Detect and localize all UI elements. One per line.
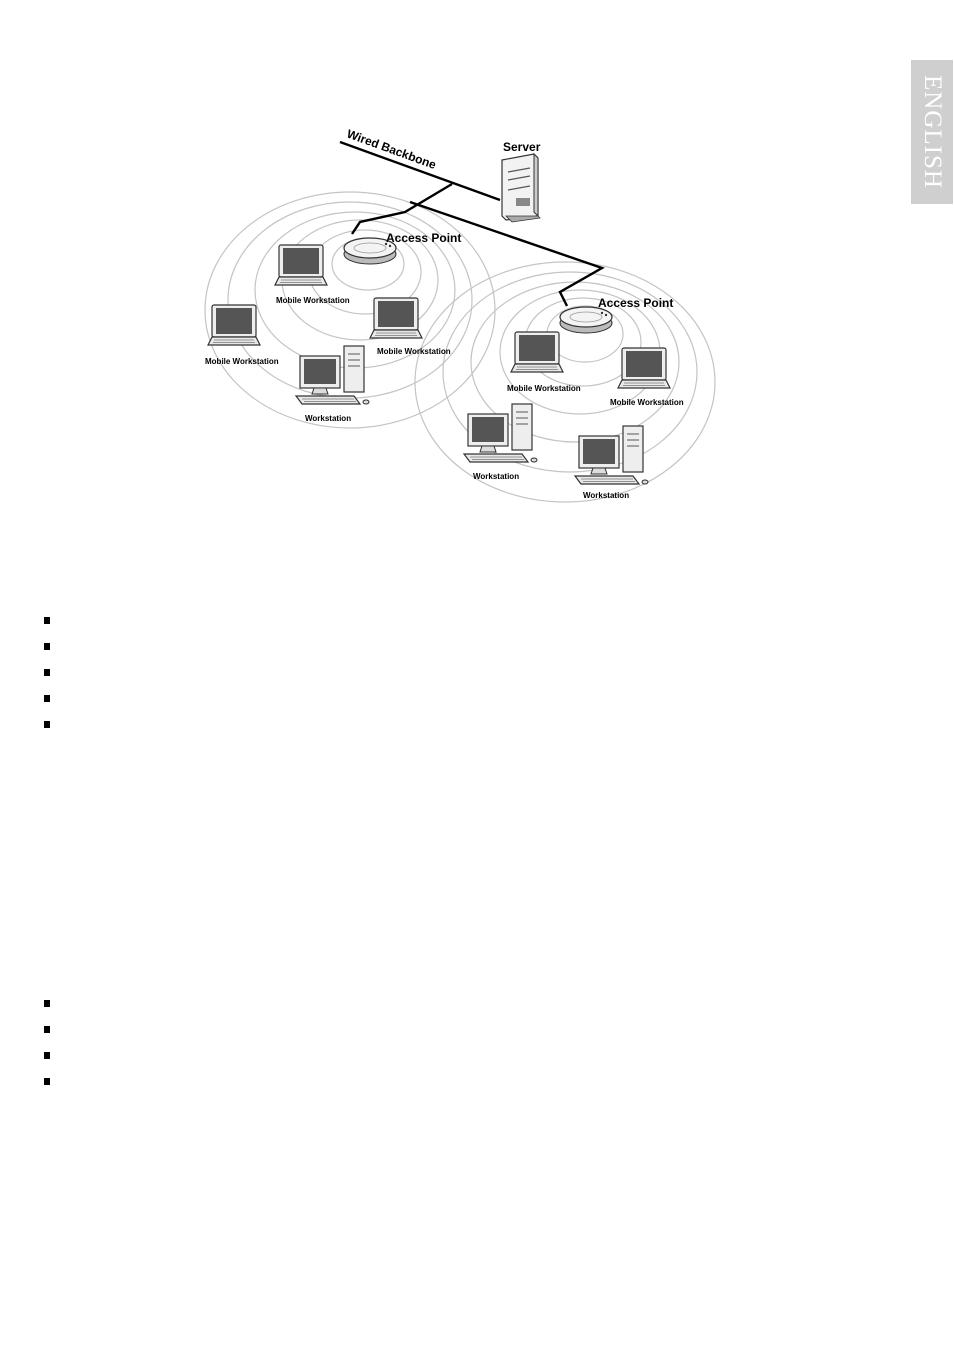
mobile-workstation-label-4: Mobile Workstation [507,384,581,393]
server-label: Server [503,140,541,154]
access-point-1-label: Access Point [386,231,461,245]
language-tab: ENGLISH [911,60,953,204]
mobile-workstation-label-5: Mobile Workstation [610,398,684,407]
list-bullet [44,617,50,624]
workstation-icon-2 [463,403,538,463]
workstation-label-2: Workstation [473,472,519,481]
wireless-network-diagram: Server Wired Backbone Access Point Acces… [204,127,716,503]
workstation-label-1: Workstation [305,414,351,423]
list-bullet [44,1000,50,1007]
laptop-icon-1 [274,244,328,286]
server-icon [501,152,541,223]
laptop-icon-4 [510,331,564,373]
list-bullet [44,1026,50,1033]
wired-backbone [339,140,605,307]
laptop-icon-2 [207,304,261,346]
mobile-workstation-label-1: Mobile Workstation [276,296,350,305]
list-bullet [44,1052,50,1059]
workstation-icon-1 [295,345,370,405]
list-bullet [44,721,50,728]
mobile-workstation-label-3: Mobile Workstation [377,347,451,356]
workstation-icon-3 [574,425,649,485]
access-point-2-icon [559,306,613,334]
list-bullet [44,669,50,676]
list-bullet [44,695,50,702]
list-bullet [44,1078,50,1085]
mobile-workstation-label-2: Mobile Workstation [205,357,279,366]
list-bullet [44,643,50,650]
laptop-icon-3 [369,297,423,339]
access-point-2-label: Access Point [598,296,673,310]
workstation-label-3: Workstation [583,491,629,500]
laptop-icon-5 [617,347,671,389]
